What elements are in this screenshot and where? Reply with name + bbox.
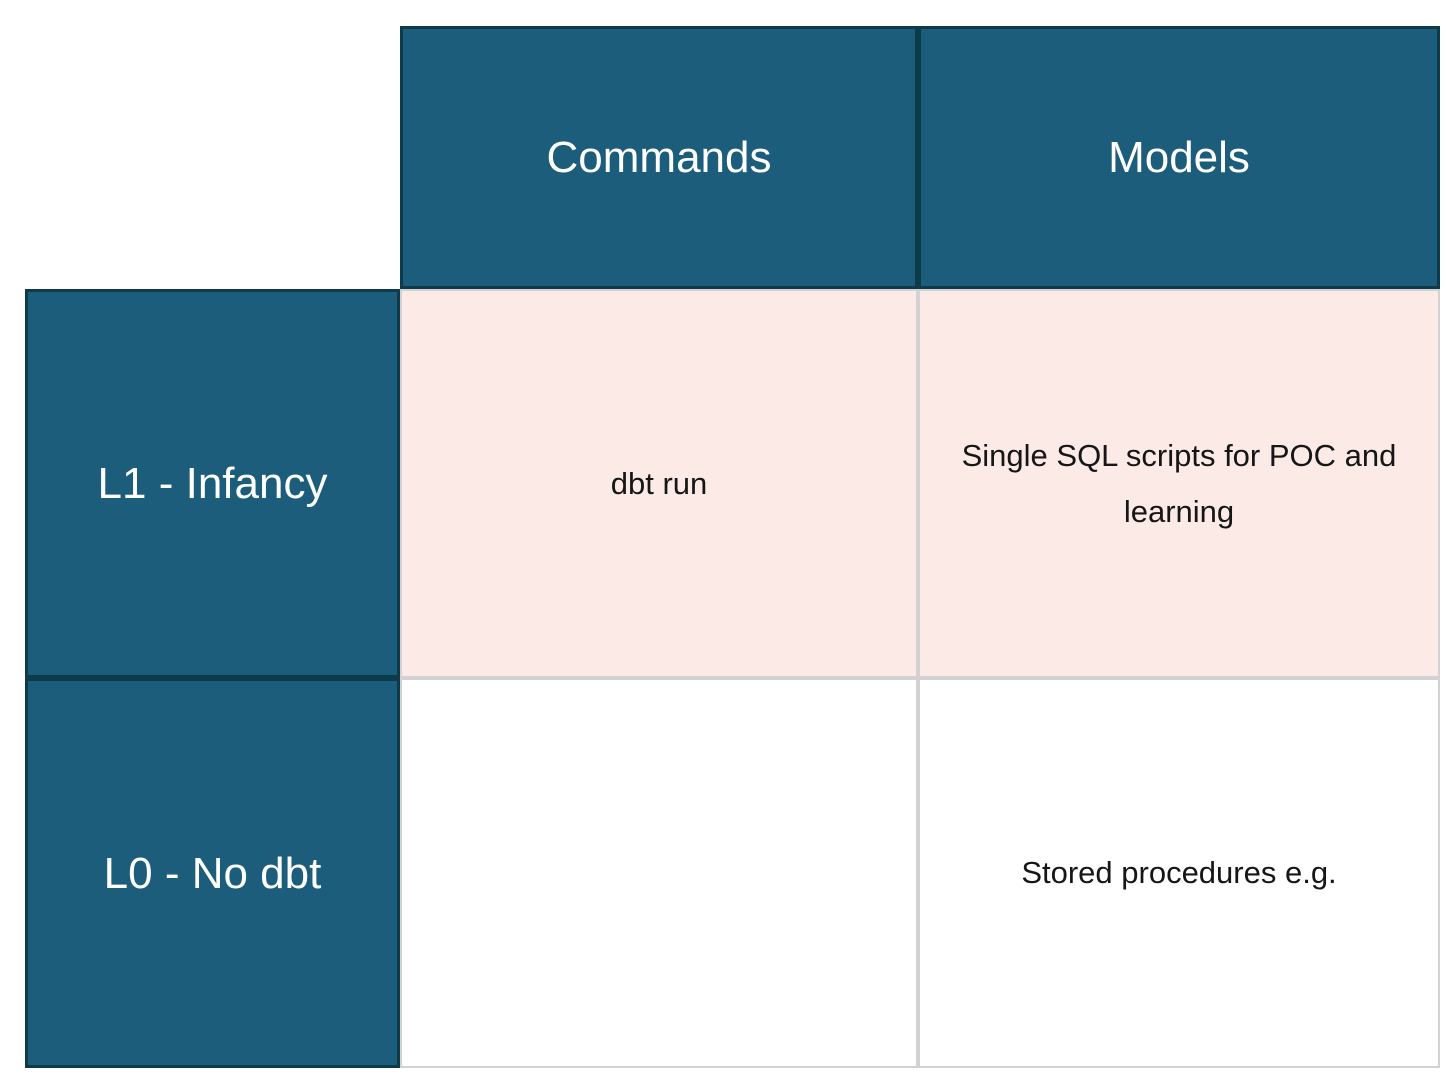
corner-spacer-cell xyxy=(25,26,400,289)
cell-l0-models-text: Stored procedures e.g. xyxy=(1021,855,1337,891)
column-header-models: Models xyxy=(918,26,1440,289)
row-header-l0-no-dbt-label: L0 - No dbt xyxy=(103,848,322,898)
cell-l1-commands-text: dbt run xyxy=(610,465,708,501)
row-header-l1-infancy: L1 - Infancy xyxy=(25,289,400,678)
cell-l0-models: Stored procedures e.g. xyxy=(918,678,1440,1068)
row-header-l0-no-dbt: L0 - No dbt xyxy=(25,678,400,1068)
cell-l0-commands xyxy=(400,678,918,1068)
maturity-matrix-table: Commands Models L1 - Infancy dbt run Sin… xyxy=(25,26,1440,1068)
cell-l1-models: Single SQL scripts for POC and learning xyxy=(918,289,1440,678)
row-header-l1-infancy-label: L1 - Infancy xyxy=(97,459,328,508)
cell-l1-models-text: Single SQL scripts for POC and learning xyxy=(961,437,1397,529)
column-header-commands: Commands xyxy=(400,26,918,289)
column-header-models-label: Models xyxy=(1108,133,1250,182)
cell-l1-commands: dbt run xyxy=(400,289,918,678)
column-header-commands-label: Commands xyxy=(546,133,772,182)
